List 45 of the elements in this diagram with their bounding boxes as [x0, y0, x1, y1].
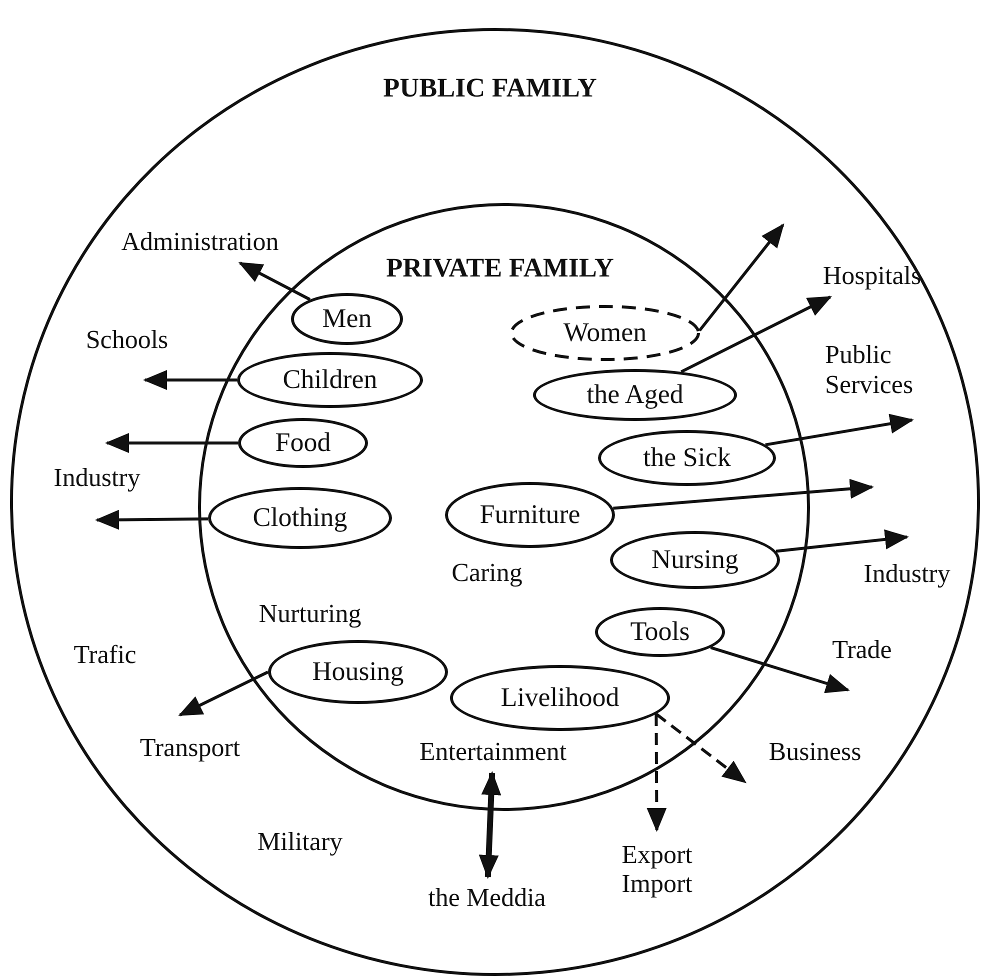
area-label: Trade: [832, 635, 892, 665]
ellipse-node: Housing: [268, 640, 448, 704]
node-text: the Meddia: [407, 881, 567, 915]
arrow: [646, 714, 667, 832]
area-label: Caring: [452, 558, 522, 588]
ellipse-node: Food: [238, 418, 368, 468]
area-label: Industry: [54, 463, 140, 493]
area-label: Industry: [864, 559, 950, 589]
ellipse-node: Clothing: [208, 487, 392, 549]
arrow: [105, 433, 238, 453]
arrow: [143, 370, 237, 390]
arrow: [95, 510, 208, 530]
ellipse-node: Nursing: [610, 531, 780, 589]
arrow: [238, 262, 311, 301]
circle-heading: PRIVATE FAMILY: [386, 252, 614, 284]
node-text: Export Import: [607, 834, 707, 906]
family-circle: [10, 28, 980, 976]
area-label: Trafic: [74, 640, 136, 670]
ellipse-node: Children: [237, 352, 423, 408]
arrow: [698, 223, 784, 332]
arrow: [655, 712, 747, 784]
ellipse-node: Men: [291, 293, 403, 345]
area-label: Public Services: [825, 340, 914, 400]
circle-heading: PUBLIC FAMILY: [383, 72, 597, 104]
node-text: Hospitals: [817, 259, 927, 293]
arrow: [178, 670, 269, 716]
area-label: Military: [257, 827, 343, 857]
ellipse-node: Livelihood: [450, 665, 670, 731]
arrow: [478, 771, 502, 879]
arrow: [613, 478, 874, 510]
dashed-ellipse-node: Women: [510, 305, 700, 361]
arrow: [776, 529, 909, 553]
area-label: Nurturing: [258, 599, 362, 629]
arrow: [680, 296, 832, 374]
ellipse-node: Tools: [595, 607, 725, 657]
arrow: [765, 414, 914, 446]
ellipse-node: the Sick: [598, 430, 776, 486]
ellipse-node: the Aged: [533, 369, 737, 421]
area-label: Business: [768, 737, 862, 767]
arrow: [710, 646, 850, 694]
ellipse-node: Furniture: [445, 482, 615, 548]
area-label: Schools: [86, 325, 168, 355]
node-text: Entertainment: [393, 735, 593, 769]
node-text: Administration: [110, 225, 290, 259]
area-label: Transport: [140, 733, 240, 763]
